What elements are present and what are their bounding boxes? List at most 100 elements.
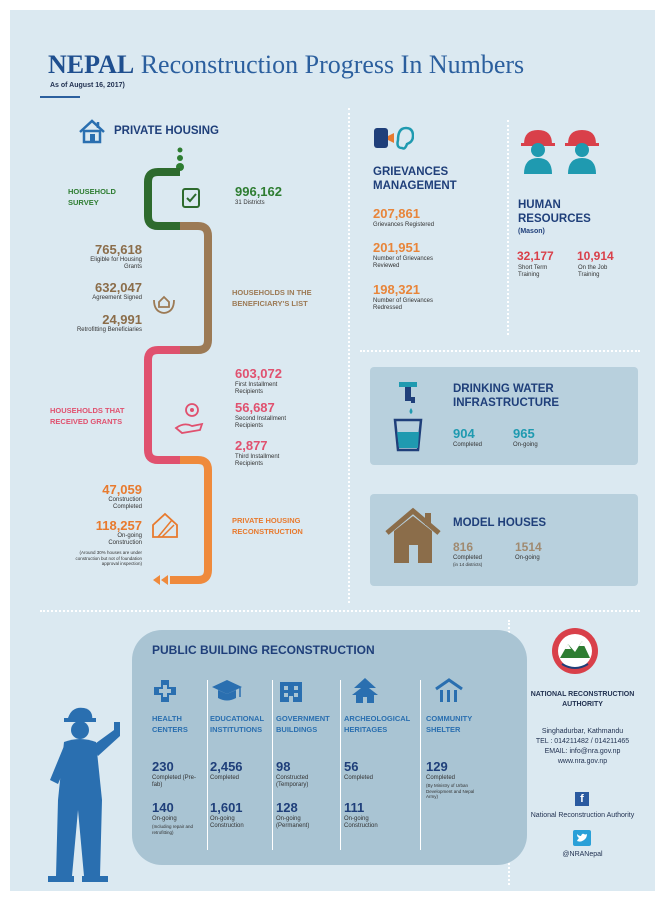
pb-col-v1-education: 2,456 bbox=[210, 759, 243, 774]
first-installment-value: 603,072 bbox=[235, 366, 282, 381]
public-building-heading: PUBLIC BUILDING RECONSTRUCTION bbox=[152, 643, 375, 657]
temple-heritage-icon bbox=[352, 678, 378, 703]
facebook-page-link[interactable]: National Reconstruction Authority bbox=[530, 812, 635, 819]
divider-vertical-top bbox=[507, 120, 509, 335]
second-installment-value: 56,687 bbox=[235, 400, 275, 415]
nra-website-link[interactable]: www.nra.gov.np bbox=[557, 758, 608, 765]
column-divider bbox=[420, 680, 421, 850]
page-title: NEPAL Reconstruction Progress In Numbers bbox=[48, 50, 525, 79]
divider-horizontal-1 bbox=[360, 350, 640, 352]
retrofitting-value: 24,991 bbox=[102, 312, 142, 327]
pb-col-s1-heritage: Completed bbox=[344, 775, 374, 781]
grievances-redressed-value: 198,321 bbox=[373, 282, 420, 297]
agreement-sub: Agreement Signed bbox=[92, 295, 142, 301]
pb-col-s2-health: On-going bbox=[152, 816, 177, 822]
grants-label: HOUSEHOLDS THAT RECEIVED GRANTS bbox=[50, 406, 125, 426]
construction-note: (Around 30% houses are under constructio… bbox=[75, 550, 142, 566]
survey-sub: 31 Districts bbox=[235, 200, 265, 206]
divider-vertical-main bbox=[348, 108, 350, 603]
water-ongoing-sub: On-going bbox=[513, 442, 538, 448]
pb-col-v1-government: 98 bbox=[276, 759, 291, 774]
model-completed-sub: Completed bbox=[453, 555, 483, 561]
community-shelter-icon bbox=[435, 678, 463, 702]
water-completed-value: 904 bbox=[453, 426, 475, 441]
facebook-icon[interactable]: f bbox=[575, 792, 589, 806]
pb-col-n2-shelter: (By Ministry of Urban Development and Ne… bbox=[426, 783, 475, 799]
worker-silhouette-icon bbox=[48, 707, 120, 882]
construction-completed-value: 47,059 bbox=[102, 482, 142, 497]
model-completed-value: 816 bbox=[453, 540, 474, 554]
second-installment-sub: Second Installment Recipients bbox=[235, 416, 287, 429]
pb-col-n2-health: (Including repair and retrofitting) bbox=[152, 824, 194, 835]
household-survey-label: HOUSEHOLD SURVEY bbox=[68, 187, 116, 207]
column-divider bbox=[340, 680, 341, 850]
pb-col-name-government: GOVERNMENT BUILDINGS bbox=[276, 714, 330, 734]
pb-col-v2-government: 128 bbox=[276, 800, 298, 815]
house-icon bbox=[79, 119, 105, 144]
third-installment-value: 2,877 bbox=[235, 438, 268, 453]
construction-completed-sub: Construction Completed bbox=[108, 497, 142, 510]
pb-col-name-shelter: COMMUNITY SHELTER bbox=[426, 714, 473, 734]
nra-address: Singhadurbar, Kathmandu bbox=[541, 728, 624, 735]
model-house-icon bbox=[385, 507, 441, 563]
column-divider bbox=[272, 680, 273, 850]
nra-tel: TEL : 014211482 / 014211465 bbox=[535, 738, 630, 745]
as-of-date: As of August 16, 2017) bbox=[50, 82, 125, 89]
masons-icon bbox=[521, 130, 599, 174]
government-building-icon bbox=[280, 682, 302, 702]
short-term-sub: Short Term Training bbox=[518, 265, 548, 278]
health-cross-icon bbox=[154, 680, 176, 702]
pb-col-s1-health: Completed (Pre-fab) bbox=[152, 775, 197, 788]
pb-col-s1-education: Completed bbox=[210, 775, 240, 781]
divider-horizontal-2 bbox=[40, 610, 640, 612]
private-housing-heading: PRIVATE HOUSING bbox=[114, 125, 219, 137]
first-installment-sub: First Installment Recipients bbox=[235, 382, 278, 395]
nra-name: NATIONAL RECONSTRUCTION AUTHORITY bbox=[530, 691, 635, 708]
on-job-sub: On the Job Training bbox=[578, 265, 608, 278]
survey-value: 996,162 bbox=[235, 184, 282, 199]
house-construction-icon bbox=[152, 512, 178, 538]
on-job-value: 10,914 bbox=[577, 249, 614, 263]
model-completed-note: (in 14 districts) bbox=[453, 562, 483, 567]
grievance-ear-icon bbox=[374, 126, 414, 150]
water-tap-icon bbox=[393, 382, 423, 452]
twitter-icon[interactable] bbox=[573, 830, 591, 846]
hands-house-icon bbox=[153, 295, 175, 314]
twitter-handle-link[interactable]: @NRANepal bbox=[562, 851, 603, 858]
pb-col-s2-education: On-going Construction bbox=[210, 816, 244, 829]
graduation-cap-icon bbox=[212, 680, 242, 701]
coins-hand-icon bbox=[174, 403, 204, 434]
human-resources-heading: HUMAN RESOURCES bbox=[518, 199, 591, 225]
grievances-redressed-sub: Number of Grievances Redressed bbox=[373, 298, 434, 311]
public-building-panel bbox=[132, 630, 527, 865]
pb-col-name-education: EDUCATIONAL INSTITUTIONS bbox=[210, 714, 264, 734]
pb-col-s2-government: On-going (Permanent) bbox=[276, 816, 310, 829]
pb-col-v2-heritage: 111 bbox=[344, 800, 365, 815]
reconstruction-label: PRIVATE HOUSING RECONSTRUCTION bbox=[232, 516, 303, 536]
pb-col-v2-education: 1,601 bbox=[210, 800, 243, 815]
pb-col-v1-health: 230 bbox=[152, 759, 174, 774]
human-resources-sub: (Mason) bbox=[518, 228, 545, 235]
infographic: NEPAL Reconstruction Progress In Numbers… bbox=[10, 10, 655, 891]
construction-ongoing-sub: On-going Construction bbox=[108, 533, 142, 546]
title-underline bbox=[40, 96, 80, 98]
model-ongoing-value: 1514 bbox=[515, 540, 542, 554]
third-installment-sub: Third Installment Recipients bbox=[235, 454, 280, 467]
nra-emblem-icon bbox=[552, 628, 598, 674]
agreement-value: 632,047 bbox=[95, 280, 142, 295]
grievances-reviewed-value: 201,951 bbox=[373, 240, 420, 255]
nra-email[interactable]: EMAIL: info@nra.gov.np bbox=[544, 748, 621, 755]
pb-col-name-heritage: ARCHEOLOGICAL HERITAGES bbox=[344, 714, 411, 734]
pb-col-v2-health: 140 bbox=[152, 800, 174, 815]
model-houses-heading: MODEL HOUSES bbox=[453, 517, 547, 529]
pb-col-s1-shelter: Completed bbox=[426, 775, 456, 781]
model-ongoing-sub: On-going bbox=[515, 555, 540, 561]
short-term-value: 32,177 bbox=[517, 249, 554, 263]
pb-col-s2-heritage: On-going Construction bbox=[344, 816, 378, 829]
clipboard-check-icon bbox=[182, 188, 200, 208]
grievances-reviewed-sub: Number of Grievances Reviewed bbox=[373, 256, 434, 269]
progress-flow-path bbox=[144, 147, 212, 585]
pb-col-v1-heritage: 56 bbox=[344, 759, 359, 774]
retrofitting-sub: Retrofitting Beneficiaries bbox=[76, 327, 142, 333]
pb-col-name-health: HEALTH CENTERS bbox=[152, 714, 188, 734]
